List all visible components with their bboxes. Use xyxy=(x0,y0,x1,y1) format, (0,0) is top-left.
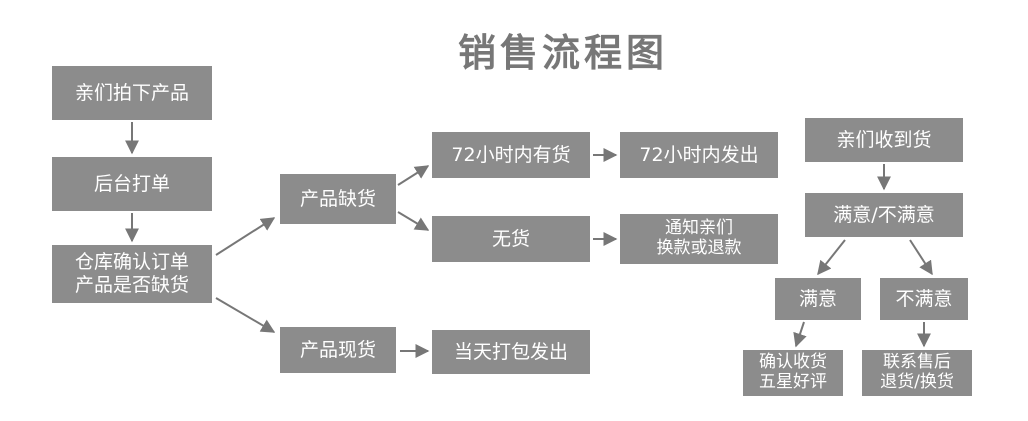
node-no-stock: 无货 xyxy=(432,216,590,262)
node-restock-72h: 72小时内有货 xyxy=(432,132,590,178)
node-good-review: 确认收货 五星好评 xyxy=(743,350,843,396)
node-print-order: 后台打单 xyxy=(52,157,212,211)
node-after-sales-line1: 联系售后 xyxy=(882,352,951,373)
arrow-warehouse-to-out-of-stock xyxy=(215,217,276,256)
node-customer-order: 亲们拍下产品 xyxy=(52,66,212,120)
node-ship-72h: 72小时内发出 xyxy=(620,132,778,178)
node-notify-customer: 通知亲们 换款或退款 xyxy=(620,214,778,264)
node-notify-customer-line2: 换款或退款 xyxy=(656,238,742,258)
node-customer-received: 亲们收到货 xyxy=(805,118,963,162)
arrow-satisfaction-to-not-satisfied xyxy=(909,239,933,276)
arrow-satisfied-to-review xyxy=(793,321,807,348)
arrow-out-of-stock-to-no-stock xyxy=(397,211,430,231)
arrow-out-of-stock-to-restock xyxy=(397,165,430,186)
node-in-stock: 产品现货 xyxy=(280,327,396,373)
arrow-satisfaction-to-satisfied xyxy=(817,239,846,276)
node-notify-customer-line1: 通知亲们 xyxy=(665,218,733,239)
node-out-of-stock: 产品缺货 xyxy=(280,174,396,224)
node-good-review-line2: 五星好评 xyxy=(759,372,827,392)
arrow-warehouse-to-in-stock xyxy=(215,297,276,333)
node-after-sales: 联系售后 退货/换货 xyxy=(862,350,972,396)
node-ship-today: 当天打包发出 xyxy=(432,330,590,374)
node-not-satisfied: 不满意 xyxy=(880,278,968,320)
node-warehouse-confirm-line1: 仓库确认订单 xyxy=(74,251,189,274)
page-title: 销售流程图 xyxy=(458,31,669,75)
node-satisfied: 满意 xyxy=(775,278,861,320)
node-after-sales-line2: 退货/换货 xyxy=(880,372,954,392)
node-warehouse-confirm: 仓库确认订单 产品是否缺货 xyxy=(52,245,212,303)
node-warehouse-confirm-line2: 产品是否缺货 xyxy=(74,274,189,296)
node-good-review-line1: 确认收货 xyxy=(759,352,827,373)
node-satisfied-or-not: 满意/不满意 xyxy=(805,193,963,237)
